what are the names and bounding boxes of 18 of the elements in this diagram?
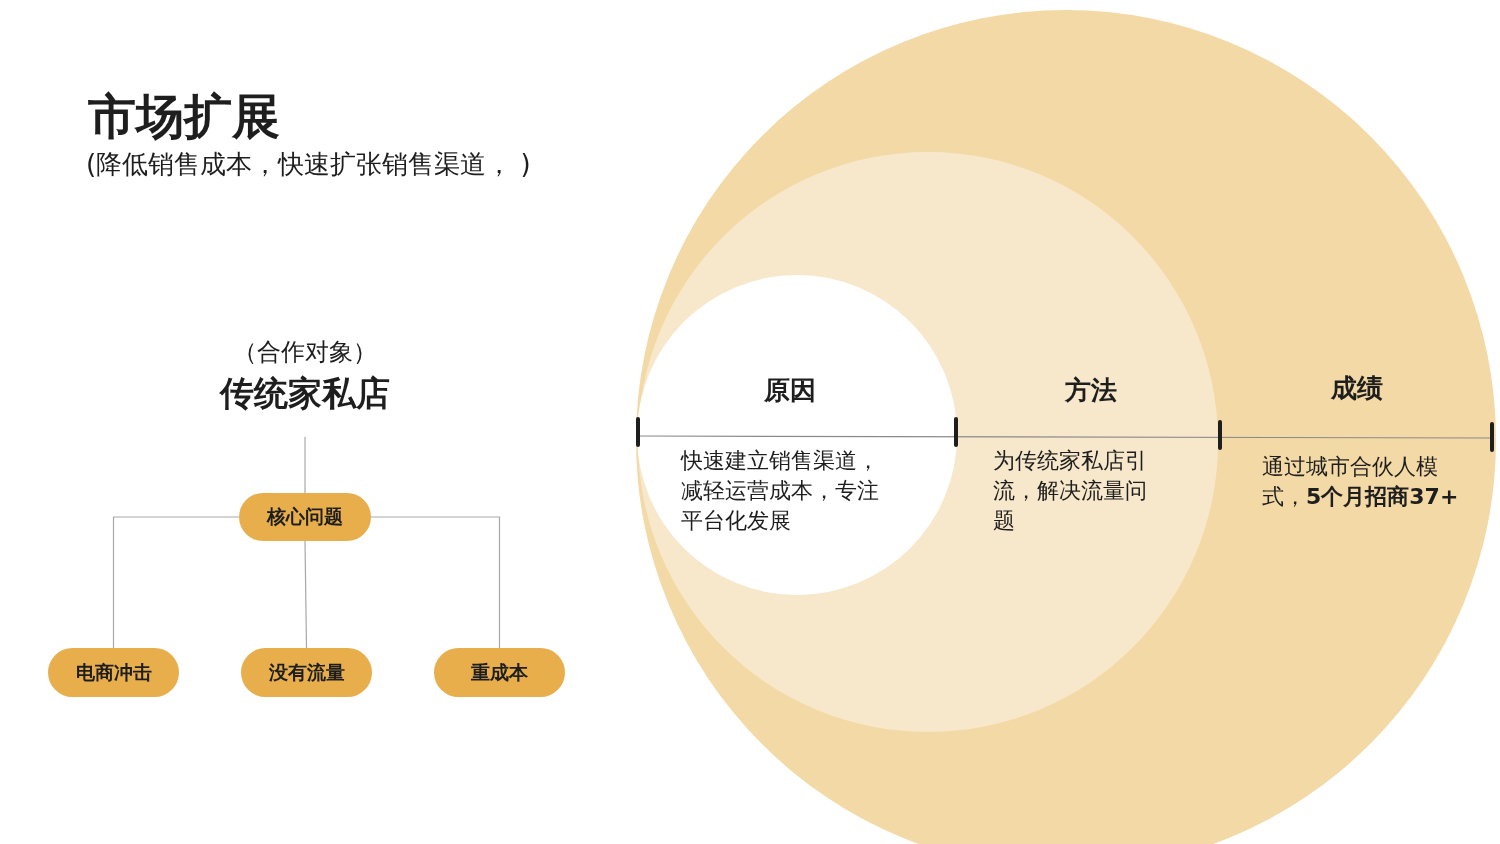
section-text: 快速建立销售渠道，减轻运营成本，专注平台化发展 bbox=[681, 447, 880, 535]
section-text: 为传统家私店引流，解决流量问题 bbox=[993, 447, 1148, 535]
problem-pill: 重成本 bbox=[434, 648, 565, 697]
section-heading: 原因 bbox=[764, 374, 816, 407]
connector-line bbox=[370, 516, 501, 649]
subheading: （合作对象） bbox=[232, 337, 378, 368]
connector-line bbox=[304, 540, 308, 649]
problem-pill: 核心问题 bbox=[239, 493, 371, 541]
section-heading: 成绩 bbox=[1331, 372, 1383, 405]
subtitle: (降低销售成本，快速扩张销售渠道， ) bbox=[86, 148, 531, 181]
connector-line bbox=[304, 436, 306, 494]
section-heading: 方法 bbox=[1065, 374, 1117, 407]
heading: 传统家私店 bbox=[218, 372, 391, 415]
title: 市场扩展 bbox=[88, 87, 280, 146]
connector-line bbox=[112, 516, 240, 649]
problem-pill: 电商冲击 bbox=[48, 648, 179, 697]
section-text: 通过城市合伙人模式，5个月招商37+ bbox=[1262, 453, 1460, 511]
problem-pill: 没有流量 bbox=[241, 648, 372, 697]
